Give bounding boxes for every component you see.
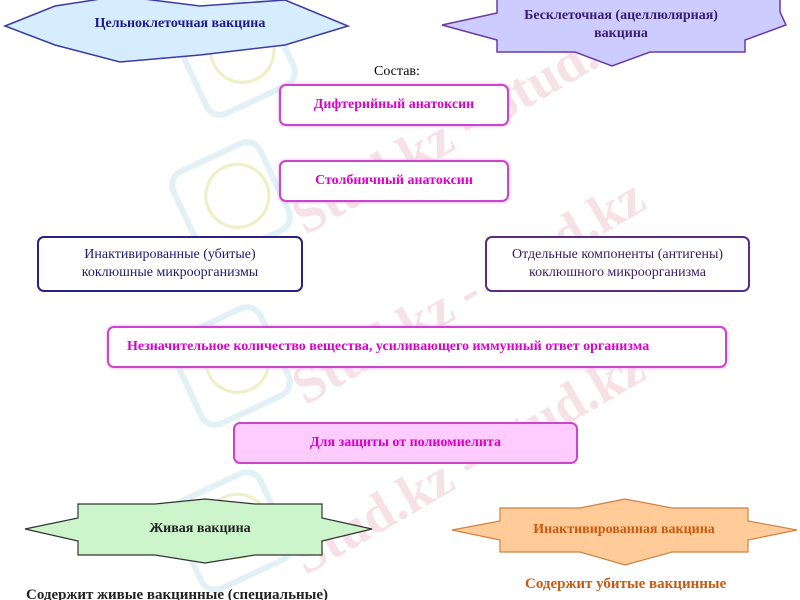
composition-label: Состав: xyxy=(374,64,420,79)
live-vaccine-shape xyxy=(24,498,373,564)
live-vaccine-label: Живая вакцина xyxy=(149,521,251,536)
pertussis-antigens-line2: коклюшного микроорганизма xyxy=(529,265,706,280)
inactivated-vaccine-description: Содержит убитые вакцинные xyxy=(525,576,727,592)
whole-cell-vaccine-label: Цельноклеточная вакцина xyxy=(94,16,266,31)
acellular-vaccine-shape xyxy=(441,0,788,67)
adjuvant-box: Незначительное количество вещества, усил… xyxy=(107,326,727,368)
live-vaccine-description: Содержит живые вакцинные (специальные) xyxy=(26,587,329,600)
inactivated-vaccine-label: Инактивированная вакцина xyxy=(533,522,715,537)
inactivated-vaccine-shape xyxy=(451,498,798,566)
inactivated-pertussis-box: Инактивированные (убитые) коклюшные микр… xyxy=(37,236,303,292)
polio-protection-box: Для защиты от полиомиелита xyxy=(233,422,578,464)
acellular-vaccine-label-line2: вакцина xyxy=(594,26,648,41)
tetanus-toxoid-label: Столбнячный анатоксин xyxy=(315,173,473,188)
diphtheria-toxoid-label: Дифтерийный анатоксин xyxy=(313,97,475,112)
pertussis-antigens-box: Отдельные компоненты (антигены) коклюшно… xyxy=(485,236,750,292)
diphtheria-toxoid-box: Дифтерийный анатоксин xyxy=(279,84,509,126)
tetanus-toxoid-box: Столбнячный анатоксин xyxy=(279,160,509,202)
pertussis-antigens-line1: Отдельные компоненты (антигены) xyxy=(511,247,724,262)
adjuvant-label: Незначительное количество вещества, усил… xyxy=(127,339,650,354)
whole-cell-vaccine-shape xyxy=(2,0,351,63)
inactivated-pertussis-line2: коклюшные микроорганизмы xyxy=(81,265,259,280)
acellular-vaccine-label: Бесклеточная (ацеллюлярная) вакцина xyxy=(497,7,745,43)
acellular-vaccine-label-line1: Бесклеточная (ацеллюлярная) xyxy=(524,8,718,23)
polio-protection-label: Для защиты от полиомиелита xyxy=(310,435,501,450)
inactivated-pertussis-line1: Инактивированные (убитые) xyxy=(84,247,256,262)
